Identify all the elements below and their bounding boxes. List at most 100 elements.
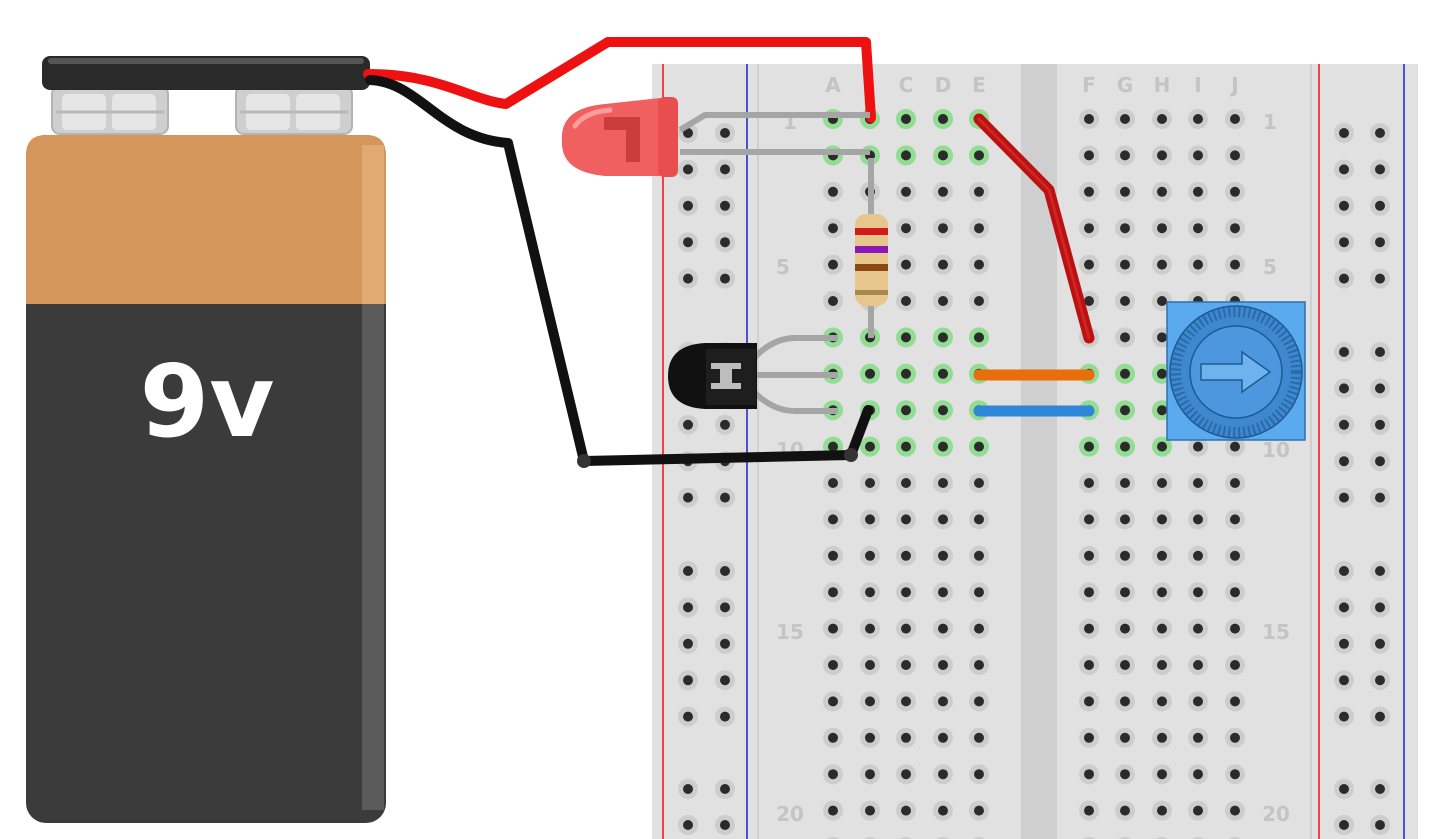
breadboard-hole-g18[interactable] xyxy=(1115,727,1135,748)
rail-hole-right-negative-13[interactable] xyxy=(1370,633,1390,654)
breadboard-hole-b15[interactable] xyxy=(860,618,880,639)
breadboard-hole-a12[interactable] xyxy=(823,509,843,530)
breadboard-hole-f12[interactable] xyxy=(1079,509,1099,530)
breadboard-hole-b11[interactable] xyxy=(860,473,880,493)
breadboard-hole-d18[interactable] xyxy=(933,727,953,748)
breadboard-hole-d3[interactable] xyxy=(933,181,953,202)
breadboard-hole-f17[interactable] xyxy=(1079,691,1099,712)
rail-hole-left-negative-5[interactable] xyxy=(715,268,735,289)
breadboard-hole-h3[interactable] xyxy=(1152,181,1172,202)
breadboard-hole-h4[interactable] xyxy=(1152,218,1172,239)
breadboard-hole-a15[interactable] xyxy=(823,618,843,639)
rail-hole-left-negative-3[interactable] xyxy=(715,195,735,216)
rail-hole-left-positive-5[interactable] xyxy=(678,268,698,289)
rail-hole-left-positive-3[interactable] xyxy=(678,195,698,216)
breadboard-hole-d19[interactable] xyxy=(933,764,953,785)
breadboard-hole-h13[interactable] xyxy=(1152,545,1172,566)
breadboard-hole-i13[interactable] xyxy=(1188,545,1208,566)
breadboard-hole-a4[interactable] xyxy=(823,218,843,239)
breadboard-hole-j3[interactable] xyxy=(1225,181,1245,202)
breadboard-hole-g4[interactable] xyxy=(1115,218,1135,239)
breadboard-hole-b17[interactable] xyxy=(860,691,880,712)
rail-hole-right-negative-1[interactable] xyxy=(1370,123,1390,143)
rail-hole-right-positive-13[interactable] xyxy=(1334,633,1354,654)
rail-hole-left-positive-4[interactable] xyxy=(678,232,698,253)
breadboard-hole-i15[interactable] xyxy=(1188,618,1208,639)
rail-hole-right-negative-8[interactable] xyxy=(1370,414,1390,435)
breadboard-hole-a16[interactable] xyxy=(823,655,843,675)
breadboard-hole-e18[interactable] xyxy=(969,727,989,748)
breadboard-hole-g19[interactable] xyxy=(1115,764,1135,785)
rail-hole-right-positive-3[interactable] xyxy=(1334,195,1354,216)
breadboard-hole-h1[interactable] xyxy=(1152,109,1172,129)
breadboard-hole-g20[interactable] xyxy=(1115,800,1135,821)
breadboard-hole-j5[interactable] xyxy=(1225,254,1245,275)
breadboard-hole-j11[interactable] xyxy=(1225,473,1245,493)
rail-hole-right-positive-8[interactable] xyxy=(1334,414,1354,435)
rail-hole-left-negative-14[interactable] xyxy=(715,670,735,691)
rail-hole-right-negative-5[interactable] xyxy=(1370,268,1390,289)
breadboard-hole-a5[interactable] xyxy=(823,254,843,275)
breadboard-hole-c20[interactable] xyxy=(896,800,916,821)
breadboard-hole-h17[interactable] xyxy=(1152,691,1172,712)
rail-hole-right-negative-16[interactable] xyxy=(1370,779,1390,799)
breadboard-hole-j15[interactable] xyxy=(1225,618,1245,639)
breadboard-hole-d11[interactable] xyxy=(933,473,953,493)
breadboard-hole-c5[interactable] xyxy=(896,254,916,275)
breadboard-hole-h14[interactable] xyxy=(1152,582,1172,603)
rail-hole-right-positive-2[interactable] xyxy=(1334,159,1354,180)
breadboard-hole-i1[interactable] xyxy=(1188,109,1208,129)
breadboard-hole-g17[interactable] xyxy=(1115,691,1135,712)
breadboard-hole-i17[interactable] xyxy=(1188,691,1208,712)
breadboard-hole-a6[interactable] xyxy=(823,291,843,311)
breadboard-hole-f16[interactable] xyxy=(1079,655,1099,675)
rail-hole-right-positive-6[interactable] xyxy=(1334,342,1354,362)
breadboard-hole-f14[interactable] xyxy=(1079,582,1099,603)
breadboard-hole-d17[interactable] xyxy=(933,691,953,712)
breadboard-hole-e20[interactable] xyxy=(969,800,989,821)
rail-hole-right-positive-5[interactable] xyxy=(1334,268,1354,289)
rail-hole-right-positive-14[interactable] xyxy=(1334,670,1354,691)
breadboard-hole-j1[interactable] xyxy=(1225,109,1245,129)
breadboard-hole-f13[interactable] xyxy=(1079,545,1099,566)
breadboard-hole-g6[interactable] xyxy=(1115,291,1135,311)
breadboard-hole-j20[interactable] xyxy=(1225,800,1245,821)
breadboard-hole-e17[interactable] xyxy=(969,691,989,712)
breadboard-hole-c17[interactable] xyxy=(896,691,916,712)
breadboard-hole-e19[interactable] xyxy=(969,764,989,785)
rail-hole-left-negative-15[interactable] xyxy=(715,706,735,727)
rail-hole-right-negative-12[interactable] xyxy=(1370,597,1390,618)
breadboard-hole-d6[interactable] xyxy=(933,291,953,311)
rail-hole-left-negative-2[interactable] xyxy=(715,159,735,180)
breadboard-hole-g7[interactable] xyxy=(1115,327,1135,348)
rail-hole-left-positive-11[interactable] xyxy=(678,561,698,581)
breadboard-hole-h12[interactable] xyxy=(1152,509,1172,530)
breadboard-hole-f19[interactable] xyxy=(1079,764,1099,785)
breadboard-hole-c19[interactable] xyxy=(896,764,916,785)
rail-hole-left-positive-14[interactable] xyxy=(678,670,698,691)
rail-hole-right-negative-9[interactable] xyxy=(1370,451,1390,472)
rail-hole-right-negative-11[interactable] xyxy=(1370,561,1390,581)
battery-negative-wire[interactable] xyxy=(365,75,873,466)
breadboard-hole-e14[interactable] xyxy=(969,582,989,603)
breadboard-hole-f5[interactable] xyxy=(1079,254,1099,275)
breadboard-hole-d14[interactable] xyxy=(933,582,953,603)
breadboard-hole-i2[interactable] xyxy=(1188,145,1208,166)
rail-hole-left-positive-2[interactable] xyxy=(678,159,698,180)
breadboard-hole-f18[interactable] xyxy=(1079,727,1099,748)
breadboard-hole-i16[interactable] xyxy=(1188,655,1208,675)
rail-hole-right-negative-15[interactable] xyxy=(1370,706,1390,727)
breadboard-hole-a11[interactable] xyxy=(823,473,843,493)
breadboard-hole-e16[interactable] xyxy=(969,655,989,675)
breadboard-hole-h18[interactable] xyxy=(1152,727,1172,748)
breadboard-hole-e5[interactable] xyxy=(969,254,989,275)
breadboard-hole-j12[interactable] xyxy=(1225,509,1245,530)
rail-hole-left-positive-12[interactable] xyxy=(678,597,698,618)
breadboard-hole-a19[interactable] xyxy=(823,764,843,785)
rail-hole-right-negative-17[interactable] xyxy=(1370,815,1390,835)
breadboard-hole-g13[interactable] xyxy=(1115,545,1135,566)
battery-positive-wire[interactable] xyxy=(363,37,876,123)
breadboard-hole-j14[interactable] xyxy=(1225,582,1245,603)
breadboard-hole-c3[interactable] xyxy=(896,181,916,202)
breadboard-hole-c12[interactable] xyxy=(896,509,916,530)
